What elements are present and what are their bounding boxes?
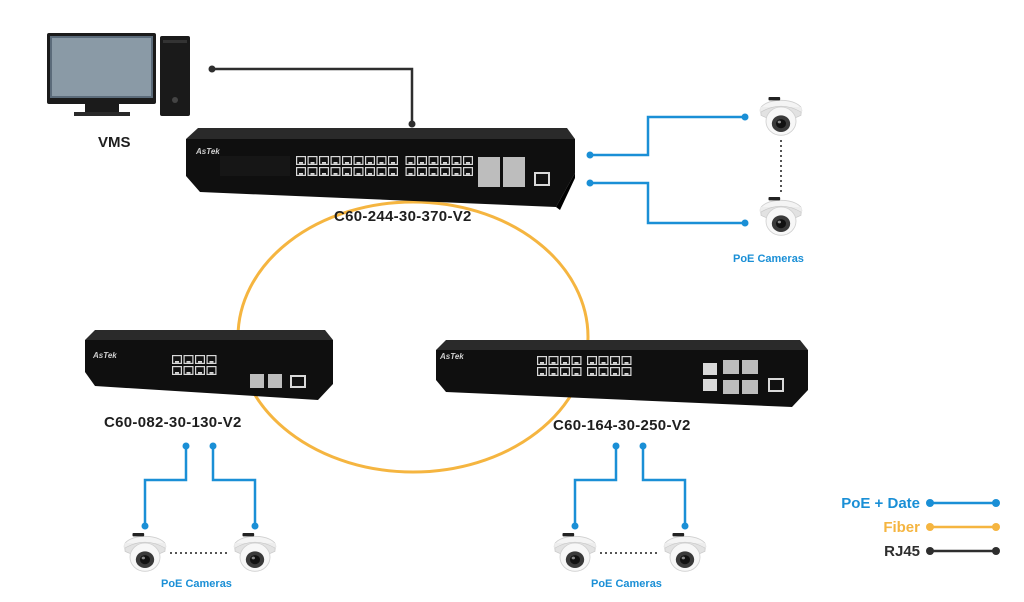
poe-link-right-camera-1 [573,446,618,528]
rj45-port-icon [296,167,306,176]
left-cameras-label: PoE Cameras [161,578,232,590]
rj45-port-icon [598,356,609,365]
switch-right-model-label: C60-164-30-250-V2 [553,417,691,434]
rj45-port-icon [342,156,352,165]
rj45-port-icon [440,156,450,165]
rj45-port-icon [560,367,570,376]
rj45-port-icon [451,167,462,176]
switch-right-brand: AsTek [439,352,464,361]
rj45-port-icon [560,356,570,365]
rj45-port-icon [610,367,620,376]
rj45-port-icon [388,167,398,176]
rj45-port-icon [598,367,609,376]
rj45-port-icon [405,167,416,176]
rj45-port-icon [183,355,194,364]
rj45-link-vms [212,67,414,126]
rj45-port-icon [428,167,439,176]
dome-camera-icon [123,532,167,572]
rj45-port-icon [417,167,427,176]
rj45-port-icon [330,156,341,165]
rj45-port-icon [319,167,329,176]
rj45-port-icon [621,367,632,376]
rj45-port-icon [342,167,352,176]
rj45-port-icon [621,356,632,365]
switch-left: AsTek [85,330,333,400]
dome-camera-icon [759,196,803,236]
switch-top-brand: AsTek [195,147,220,156]
rj45-port-icon [307,167,318,176]
vms-workstation-icon [47,33,190,116]
rj45-port-icon [405,156,416,165]
poe-link-top-camera-1 [590,115,745,157]
rj45-port-icon [451,156,462,165]
dome-camera-icon [663,532,707,572]
poe-link-left-camera-2 [211,446,257,528]
vms-label: VMS [98,134,131,151]
rj45-port-icon [365,156,375,165]
rj45-port-icon [537,367,547,376]
rj45-port-icon [463,167,473,176]
rj45-port-icon [195,366,205,375]
rj45-port-icon [353,167,364,176]
rj45-port-icon [172,355,182,364]
rj45-port-icon [463,156,473,165]
rj45-port-icon [183,366,194,375]
rj45-port-icon [610,356,620,365]
rj45-port-icon [206,366,217,375]
rj45-port-icon [587,367,597,376]
rj45-port-icon [319,156,329,165]
rj45-port-icon [587,356,597,365]
rj45-port-icon [376,167,387,176]
switch-top: AsTek [186,128,575,210]
rj45-port-icon [440,167,450,176]
rj45-port-icon [307,156,318,165]
right-cameras-label: PoE Cameras [591,578,662,590]
rj45-port-icon [376,156,387,165]
dome-camera-icon [759,96,803,136]
switch-left-model-label: C60-082-30-130-V2 [104,414,242,431]
rj45-port-icon [571,356,582,365]
top-cameras-label: PoE Cameras [733,253,804,265]
rj45-port-icon [172,366,182,375]
rj45-port-icon [365,167,375,176]
rj45-port-icon [537,356,547,365]
switch-left-brand: AsTek [92,351,117,360]
rj45-port-icon [428,156,439,165]
legend-poe-label: PoE + Date [841,495,920,512]
rj45-port-icon [330,167,341,176]
rj45-port-icon [296,156,306,165]
rj45-port-icon [417,156,427,165]
rj45-port-icon [548,367,559,376]
rj45-port-icon [353,156,364,165]
dome-camera-icon [553,532,597,572]
rj45-port-icon [548,356,559,365]
rj45-port-icon [195,355,205,364]
legend: PoE + Date Fiber RJ45 [841,495,1000,560]
switch-right: AsTek [436,340,808,407]
poe-link-right-camera-2 [641,446,687,528]
legend-rj45-label: RJ45 [884,543,920,560]
poe-link-top-camera-2 [590,181,745,225]
switch-top-model-label: C60-244-30-370-V2 [334,208,472,225]
rj45-port-icon [388,156,398,165]
rj45-port-icon [206,355,217,364]
dome-camera-icon [233,532,277,572]
poe-link-left-camera-1 [143,446,188,528]
legend-fiber-label: Fiber [883,519,920,536]
rj45-port-icon [571,367,582,376]
